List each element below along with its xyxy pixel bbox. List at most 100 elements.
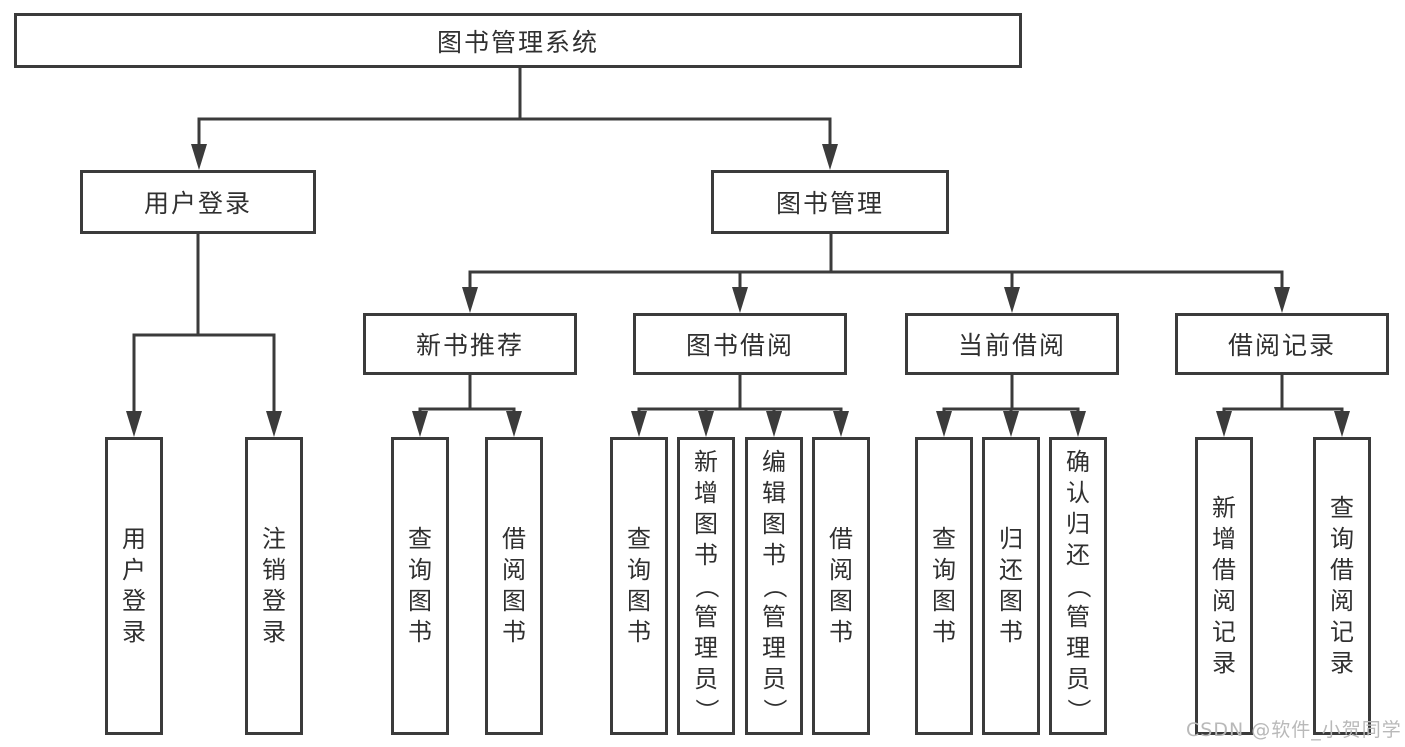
node-char: 图 <box>627 587 651 615</box>
node-char: 录 <box>1330 649 1354 677</box>
node-char: 登 <box>122 587 146 615</box>
node-leaf-return-books: 归还图书 <box>982 437 1040 735</box>
node-leaf-query-books-3: 查询图书 <box>915 437 973 735</box>
node-char: 查 <box>932 525 956 553</box>
node-char: 书 <box>694 540 718 569</box>
node-char: 理 <box>762 633 786 662</box>
arrowhead-icon <box>1004 287 1020 313</box>
node-leaf-borrow-books-2: 借阅图书 <box>812 437 870 735</box>
node-leaf-query-borrow-record: 查询借阅记录 <box>1313 437 1371 735</box>
arrowhead-icon <box>822 144 838 170</box>
arrowhead-icon <box>126 411 142 437</box>
node-char: 询 <box>627 556 651 584</box>
node-char: 图 <box>502 587 526 615</box>
node-char: 理 <box>694 633 718 662</box>
node-char: 认 <box>1066 478 1090 507</box>
arrowhead-icon <box>462 287 478 313</box>
node-char: 归 <box>1066 509 1090 538</box>
node-char: 新 <box>694 447 718 476</box>
node-char: 阅 <box>1330 587 1354 615</box>
node-book-borrowing: 图书借阅 <box>633 313 847 375</box>
node-char: 询 <box>932 556 956 584</box>
node-char: 图 <box>694 509 718 538</box>
node-char: 记 <box>1212 618 1236 646</box>
node-book-management: 图书管理 <box>711 170 949 234</box>
node-char: 销 <box>262 556 286 584</box>
node-char: 书 <box>762 540 786 569</box>
node-char: 员 <box>694 664 718 693</box>
node-leaf-logout: 注销登录 <box>245 437 303 735</box>
node-char: 书 <box>627 618 651 646</box>
node-char: 管 <box>762 602 786 631</box>
node-leaf-add-books-admin: 新增图书（管理员） <box>677 437 735 735</box>
node-char: 阅 <box>829 556 853 584</box>
node-char: 录 <box>1212 649 1236 677</box>
arrowhead-icon <box>1003 411 1019 437</box>
arrowhead-icon <box>936 411 952 437</box>
watermark: CSDN @软件_小贺同学 <box>1186 719 1402 741</box>
node-system-root: 图书管理系统 <box>14 13 1022 68</box>
node-char: （ <box>1064 574 1093 598</box>
node-char: 记 <box>1330 618 1354 646</box>
node-char: 录 <box>262 618 286 646</box>
node-char: 借 <box>1330 556 1354 584</box>
node-borrowing-records: 借阅记录 <box>1175 313 1389 375</box>
node-char: 书 <box>829 618 853 646</box>
node-char: 录 <box>122 618 146 646</box>
node-leaf-add-borrow-record: 新增借阅记录 <box>1195 437 1253 735</box>
node-char: 图 <box>829 587 853 615</box>
node-char: 阅 <box>1212 587 1236 615</box>
node-char: 理 <box>1066 633 1090 662</box>
node-char: 借 <box>1212 556 1236 584</box>
arrowhead-icon <box>1216 411 1232 437</box>
node-current-borrowing: 当前借阅 <box>905 313 1119 375</box>
node-char: 借 <box>502 525 526 553</box>
node-char: 图 <box>932 587 956 615</box>
node-char: 查 <box>408 525 432 553</box>
node-char: 新 <box>1212 494 1236 522</box>
arrowhead-icon <box>412 411 428 437</box>
arrowhead-icon <box>732 287 748 313</box>
node-char: 户 <box>122 556 146 584</box>
arrowhead-icon <box>266 411 282 437</box>
node-char: 编 <box>762 447 786 476</box>
node-char: 用 <box>122 525 146 553</box>
node-char: （ <box>760 574 789 598</box>
node-char: 书 <box>932 618 956 646</box>
arrowhead-icon <box>1334 411 1350 437</box>
node-char: 图 <box>999 587 1023 615</box>
node-char: 确 <box>1066 447 1090 476</box>
node-char: ） <box>1064 698 1093 722</box>
node-char: 图 <box>762 509 786 538</box>
arrowhead-icon <box>1274 287 1290 313</box>
node-leaf-edit-books-admin: 编辑图书（管理员） <box>745 437 803 735</box>
node-char: 员 <box>1066 664 1090 693</box>
node-char: 借 <box>829 525 853 553</box>
arrowhead-icon <box>191 144 207 170</box>
node-leaf-confirm-return-admin: 确认归还（管理员） <box>1049 437 1107 735</box>
node-char: 书 <box>999 618 1023 646</box>
node-char: 图 <box>408 587 432 615</box>
node-char: 增 <box>1212 525 1236 553</box>
node-leaf-query-books-2: 查询图书 <box>610 437 668 735</box>
node-char: 登 <box>262 587 286 615</box>
node-char: 阅 <box>502 556 526 584</box>
node-leaf-borrow-books-1: 借阅图书 <box>485 437 543 735</box>
arrowhead-icon <box>1070 411 1086 437</box>
node-char: 辑 <box>762 478 786 507</box>
node-char: 书 <box>502 618 526 646</box>
node-char: （ <box>692 574 721 598</box>
node-char: 询 <box>408 556 432 584</box>
node-new-book-recommend: 新书推荐 <box>363 313 577 375</box>
node-char: 查 <box>627 525 651 553</box>
arrowhead-icon <box>766 411 782 437</box>
node-char: 还 <box>999 556 1023 584</box>
node-char: 管 <box>694 602 718 631</box>
node-char: 增 <box>694 478 718 507</box>
node-char: 注 <box>262 525 286 553</box>
node-char: 归 <box>999 525 1023 553</box>
node-char: 员 <box>762 664 786 693</box>
node-char: 询 <box>1330 525 1354 553</box>
